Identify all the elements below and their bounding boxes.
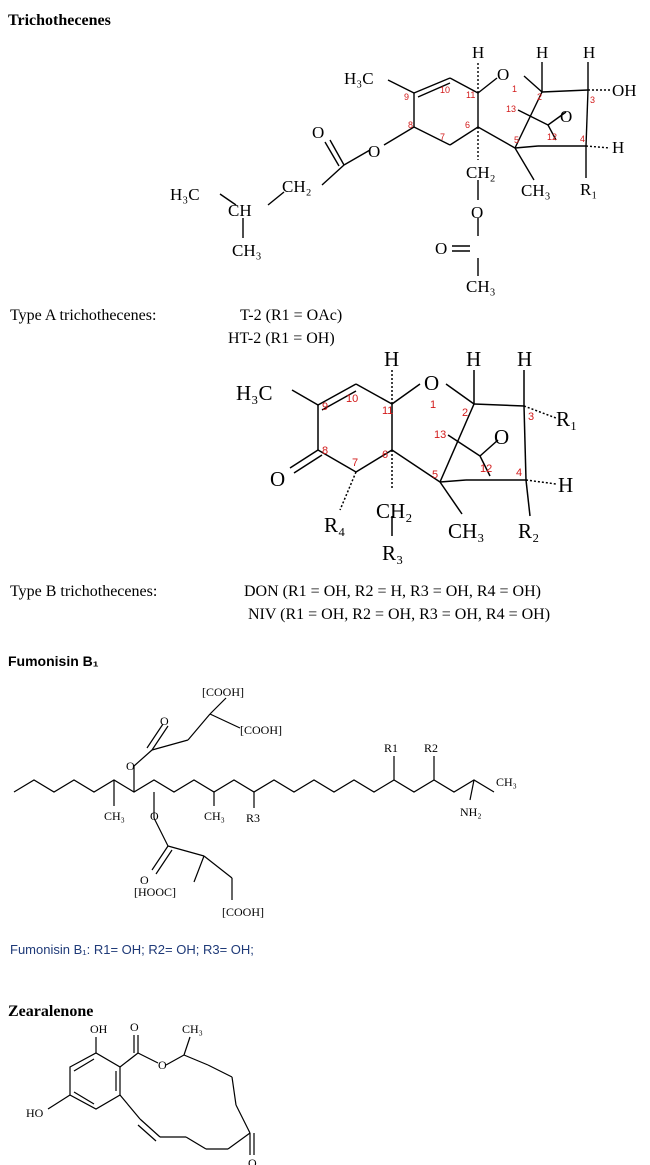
svg-text:2: 2 [537, 92, 542, 102]
svg-text:H: H [558, 473, 573, 497]
svg-text:12: 12 [480, 463, 492, 475]
fumonisin-structure: O [COOH] [COOH] O O O [HOOC] [COOH] CH₃ … [13, 685, 517, 919]
svg-text:6: 6 [465, 120, 470, 130]
zearalenone-title: Zearalenone [8, 1003, 94, 1020]
svg-text:H: H [583, 43, 595, 62]
svg-text:R₃: R₃ [382, 541, 403, 565]
svg-text:6: 6 [382, 449, 388, 461]
svg-text:O: O [150, 809, 159, 823]
trichothecenes-title: Trichothecenes [8, 12, 111, 29]
svg-text:H₃C: H₃C [236, 381, 273, 405]
svg-text:O: O [160, 714, 169, 728]
svg-text:O: O [368, 142, 380, 161]
svg-text:H: H [612, 138, 624, 157]
svg-text:[COOH]: [COOH] [240, 723, 282, 737]
svg-text:9: 9 [322, 401, 328, 413]
svg-text:O: O [158, 1058, 167, 1072]
svg-text:10: 10 [440, 85, 450, 95]
svg-text:H: H [517, 347, 532, 371]
svg-text:OH: OH [90, 1022, 108, 1036]
zearalenone-structure: OH O O CH₃ HO O [26, 1020, 257, 1165]
svg-text:5: 5 [432, 469, 438, 481]
svg-text:R₂: R₂ [518, 519, 539, 543]
svg-text:12: 12 [547, 132, 557, 142]
svg-text:11: 11 [382, 405, 393, 417]
svg-text:CH₃: CH₃ [232, 241, 262, 260]
fumonisin-title: Fumonisin B₁ [8, 653, 99, 669]
svg-text:8: 8 [322, 445, 328, 457]
svg-text:CH: CH [228, 201, 252, 220]
svg-text:R₄: R₄ [324, 513, 345, 537]
svg-text:O: O [435, 239, 447, 258]
svg-text:CH₃: CH₃ [496, 775, 517, 789]
svg-text:O: O [270, 467, 285, 491]
fumonisin-caption: Fumonisin B₁: R1= OH; R2= OH; R3= OH; [10, 942, 254, 957]
svg-text:7: 7 [440, 132, 445, 142]
svg-text:7: 7 [352, 457, 358, 469]
svg-text:O: O [140, 873, 149, 887]
type-a-line2: HT-2 (R1 = OH) [228, 330, 335, 347]
svg-text:OH: OH [612, 81, 637, 100]
svg-text:R1: R1 [384, 741, 398, 755]
type-b-line2: NIV (R1 = OH, R2 = OH, R3 = OH, R4 = OH) [248, 606, 551, 623]
svg-text:HO: HO [26, 1106, 44, 1120]
svg-text:CH₂: CH₂ [282, 177, 312, 196]
svg-text:R2: R2 [424, 741, 438, 755]
svg-text:CH₃: CH₃ [204, 809, 225, 823]
svg-text:4: 4 [580, 134, 585, 144]
type-a-line1: T-2 (R1 = OAc) [240, 307, 343, 324]
svg-text:O: O [494, 425, 509, 449]
svg-text:O: O [312, 123, 324, 142]
type-b-line1: DON (R1 = OH, R2 = H, R3 = OH, R4 = OH) [244, 583, 541, 600]
svg-text:O: O [471, 203, 483, 222]
svg-text:H₃C: H₃C [344, 69, 374, 88]
svg-text:CH₂: CH₂ [376, 499, 413, 523]
svg-text:5: 5 [514, 135, 519, 145]
svg-text:CH₂: CH₂ [466, 163, 496, 182]
svg-text:NH₂: NH₂ [460, 805, 482, 819]
type-a-caption: Type A trichothecenes: [10, 307, 157, 324]
svg-text:8: 8 [408, 120, 413, 130]
svg-text:CH₃: CH₃ [466, 277, 496, 296]
svg-text:2: 2 [462, 407, 468, 419]
svg-text:[HOOC]: [HOOC] [134, 885, 176, 899]
svg-text:[COOH]: [COOH] [202, 685, 244, 699]
svg-text:9: 9 [404, 92, 409, 102]
svg-text:H₃C: H₃C [170, 185, 200, 204]
svg-text:CH₃: CH₃ [521, 181, 551, 200]
type-b-caption: Type B trichothecenes: [10, 583, 158, 600]
svg-text:3: 3 [590, 95, 595, 105]
svg-text:10: 10 [346, 393, 358, 405]
svg-text:H: H [472, 43, 484, 62]
svg-text:H: H [384, 347, 399, 371]
svg-text:O: O [130, 1020, 139, 1034]
type-b-structure: H₃C H O H H R₁ O H R₂ CH₃ CH₂ R₃ R₄ O 10… [236, 347, 577, 565]
svg-text:O: O [248, 1156, 257, 1165]
svg-text:O: O [126, 759, 135, 773]
svg-text:1: 1 [430, 399, 436, 411]
svg-text:CH₃: CH₃ [182, 1022, 203, 1036]
type-a-structure: H₃C H O H H OH O H R₁ CH₃ CH₂ O O CH₃ O … [170, 43, 637, 296]
svg-text:R₁: R₁ [556, 407, 577, 431]
svg-text:[COOH]: [COOH] [222, 905, 264, 919]
svg-text:1: 1 [512, 84, 517, 94]
svg-text:O: O [497, 65, 509, 84]
svg-text:R₁: R₁ [580, 180, 597, 199]
svg-text:11: 11 [466, 90, 475, 100]
svg-text:13: 13 [506, 104, 516, 114]
svg-text:H: H [466, 347, 481, 371]
svg-text:O: O [560, 107, 572, 126]
svg-text:13: 13 [434, 429, 446, 441]
svg-text:O: O [424, 371, 439, 395]
svg-text:H: H [536, 43, 548, 62]
svg-text:R3: R3 [246, 811, 260, 825]
svg-text:CH₃: CH₃ [104, 809, 125, 823]
svg-text:4: 4 [516, 467, 522, 479]
svg-text:CH₃: CH₃ [448, 519, 485, 543]
svg-text:3: 3 [528, 411, 534, 423]
